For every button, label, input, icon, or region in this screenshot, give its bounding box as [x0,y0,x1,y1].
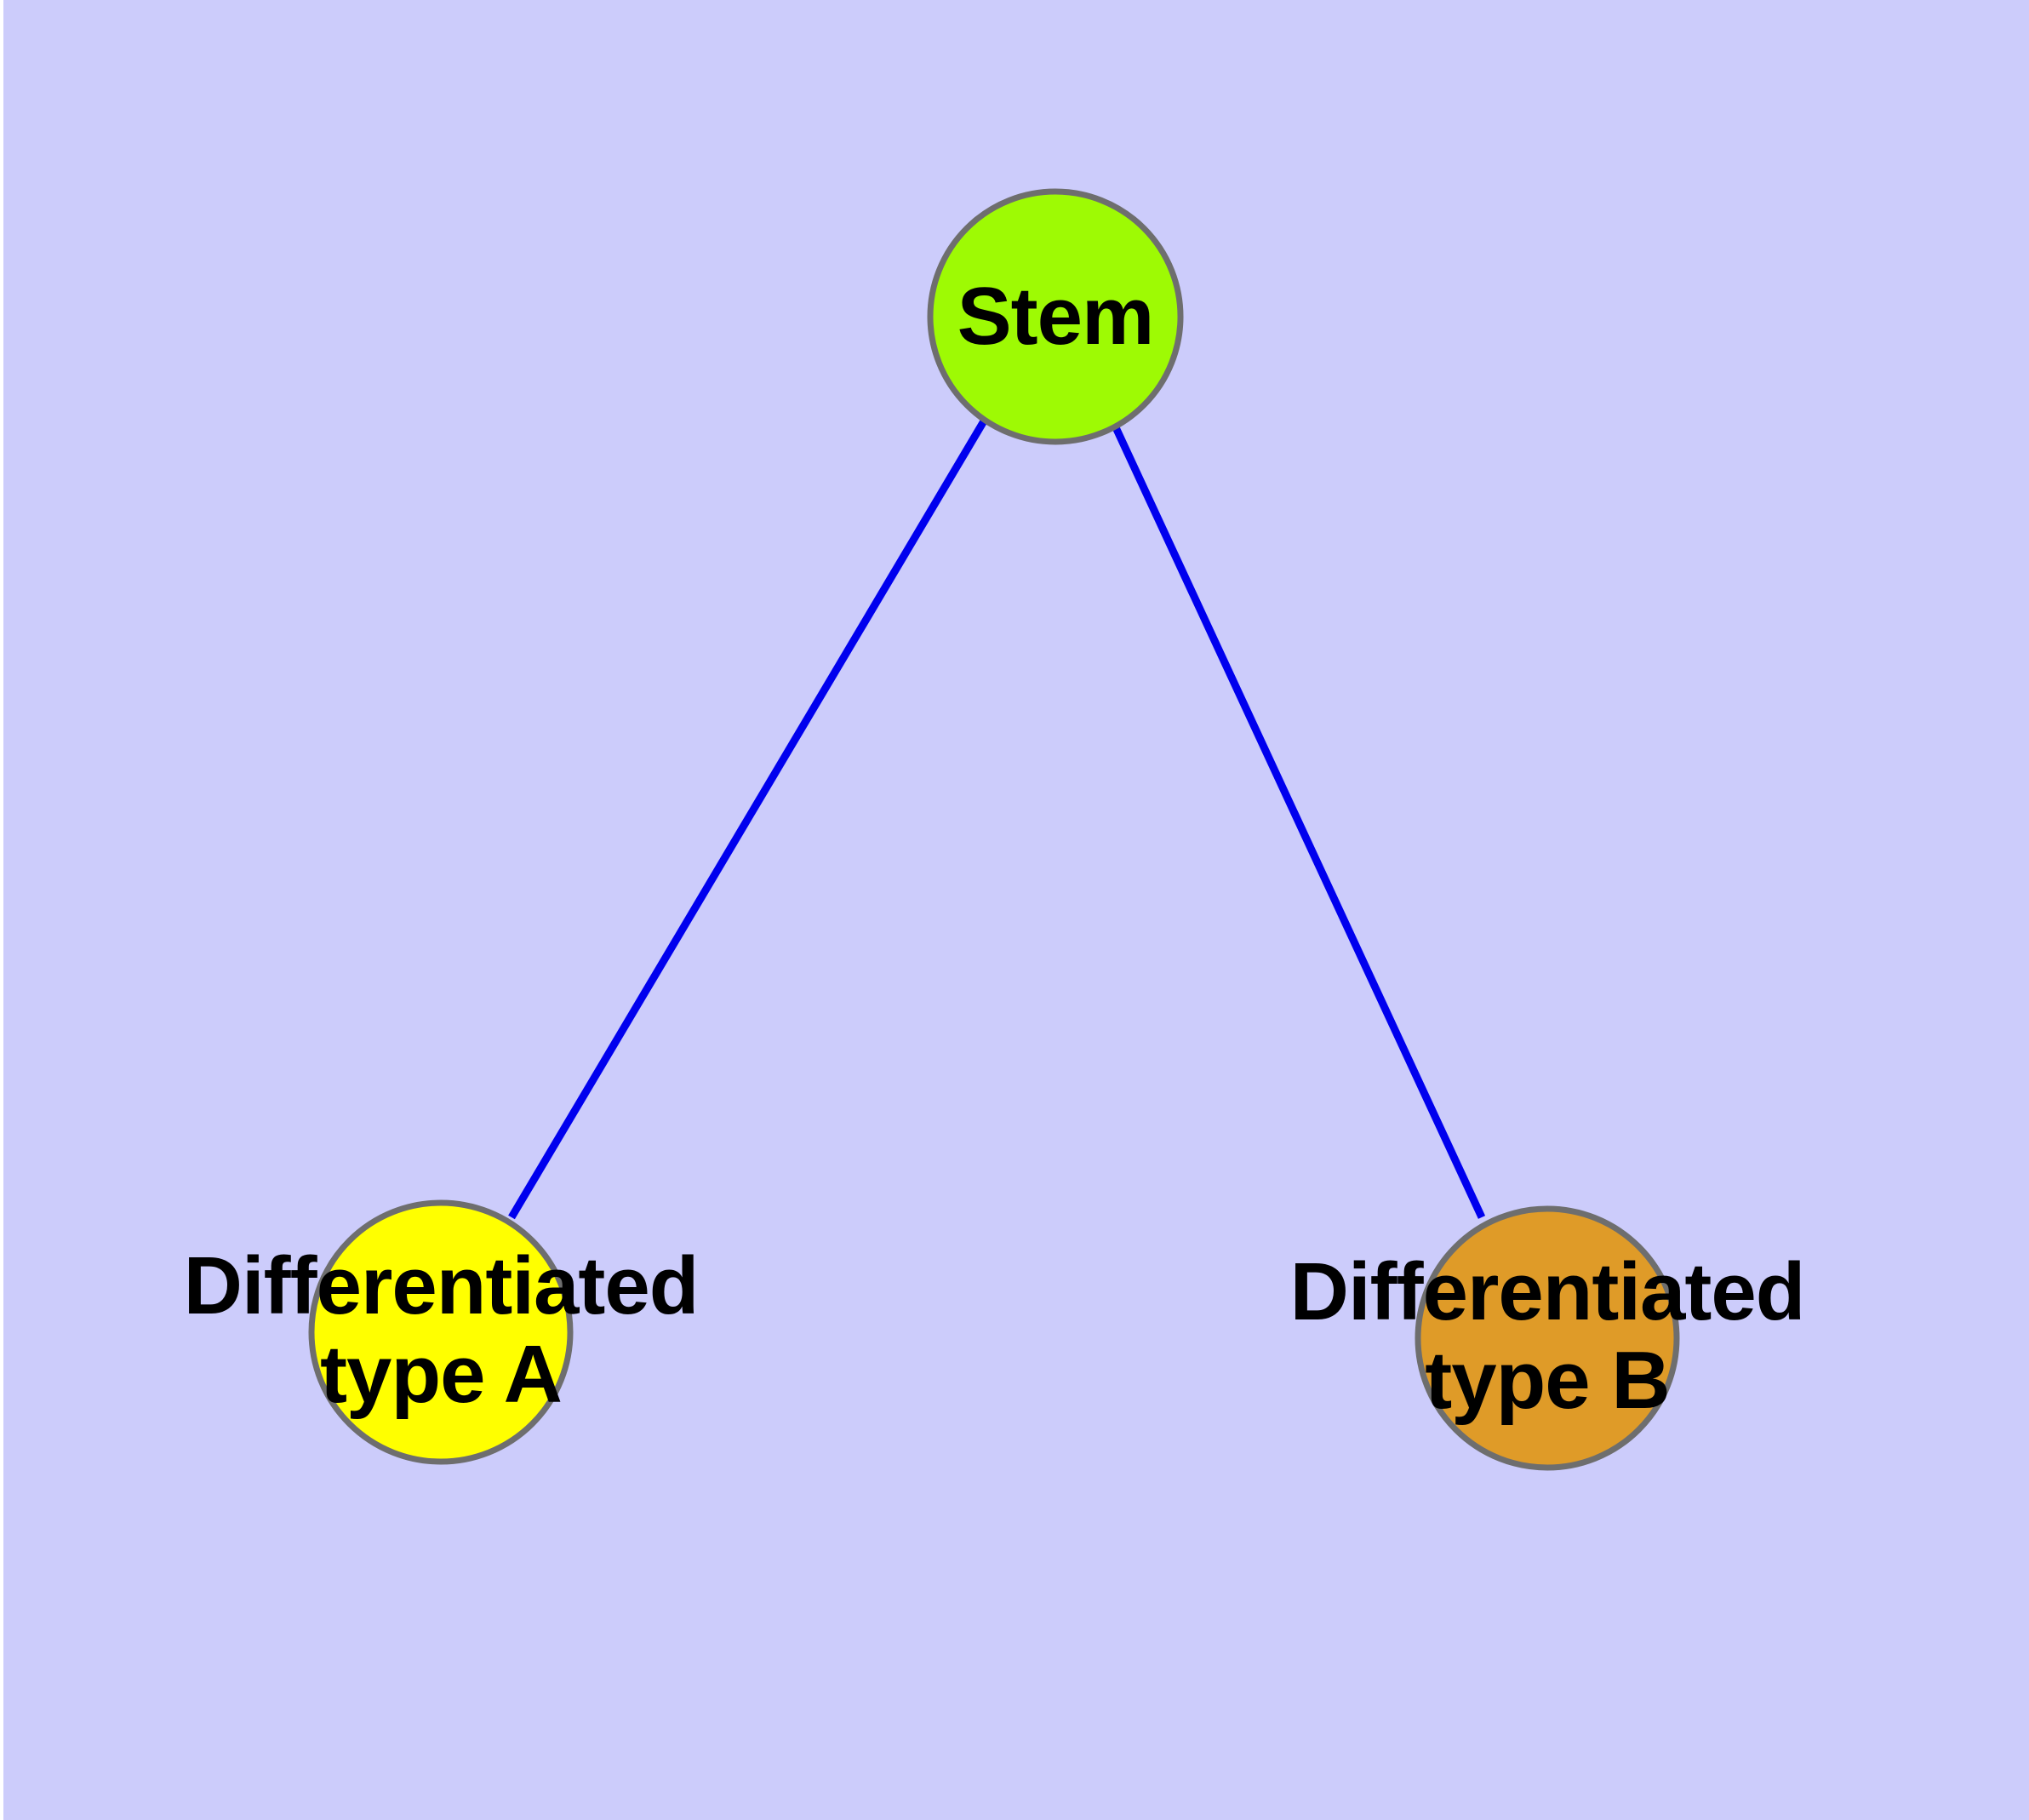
node-differentiated-type-b[interactable] [1415,1205,1680,1471]
node-stem[interactable] [927,188,1184,445]
node-differentiated-type-a[interactable] [308,1199,574,1465]
edge-layer [508,417,1486,1220]
edge-stem-to-diff-a [508,417,988,1220]
node-layer [308,188,1680,1471]
edge-stem-to-diff-b [1111,424,1486,1219]
